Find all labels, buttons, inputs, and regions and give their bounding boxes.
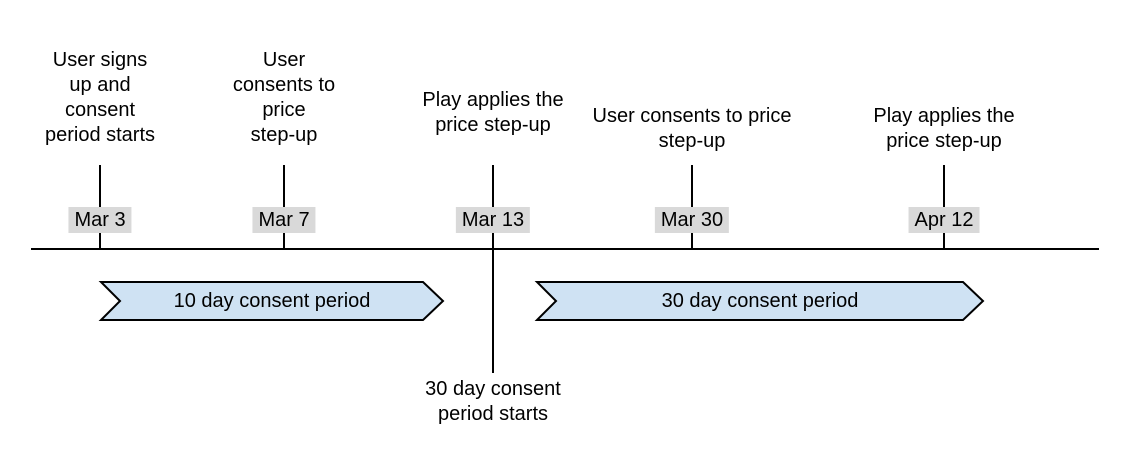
consent-period-label: 10 day consent period [173, 289, 371, 312]
event-label: User signs up and consent period starts [44, 49, 156, 146]
event-date-badge: Apr 12 [908, 207, 980, 233]
annotation-below-timeline: 30 day consent period starts [425, 378, 561, 425]
consent-period-label: 30 day consent period [661, 289, 859, 312]
event-date-badge: Mar 3 [68, 207, 132, 233]
event-label: User consents to price step-up [232, 49, 336, 146]
event-date-badge: Mar 7 [252, 207, 316, 233]
event-date-badge: Mar 13 [455, 207, 531, 233]
event-date-badge: Mar 30 [654, 207, 730, 233]
consent-period-arrow [98, 281, 445, 321]
timeline-axis [31, 248, 1099, 250]
event-tick [492, 165, 494, 373]
consent-period-arrow [534, 281, 985, 321]
event-label: Play applies the price step-up [873, 105, 1015, 152]
event-label: User consents to price step-up [592, 105, 792, 152]
event-label: Play applies the price step-up [422, 89, 564, 136]
